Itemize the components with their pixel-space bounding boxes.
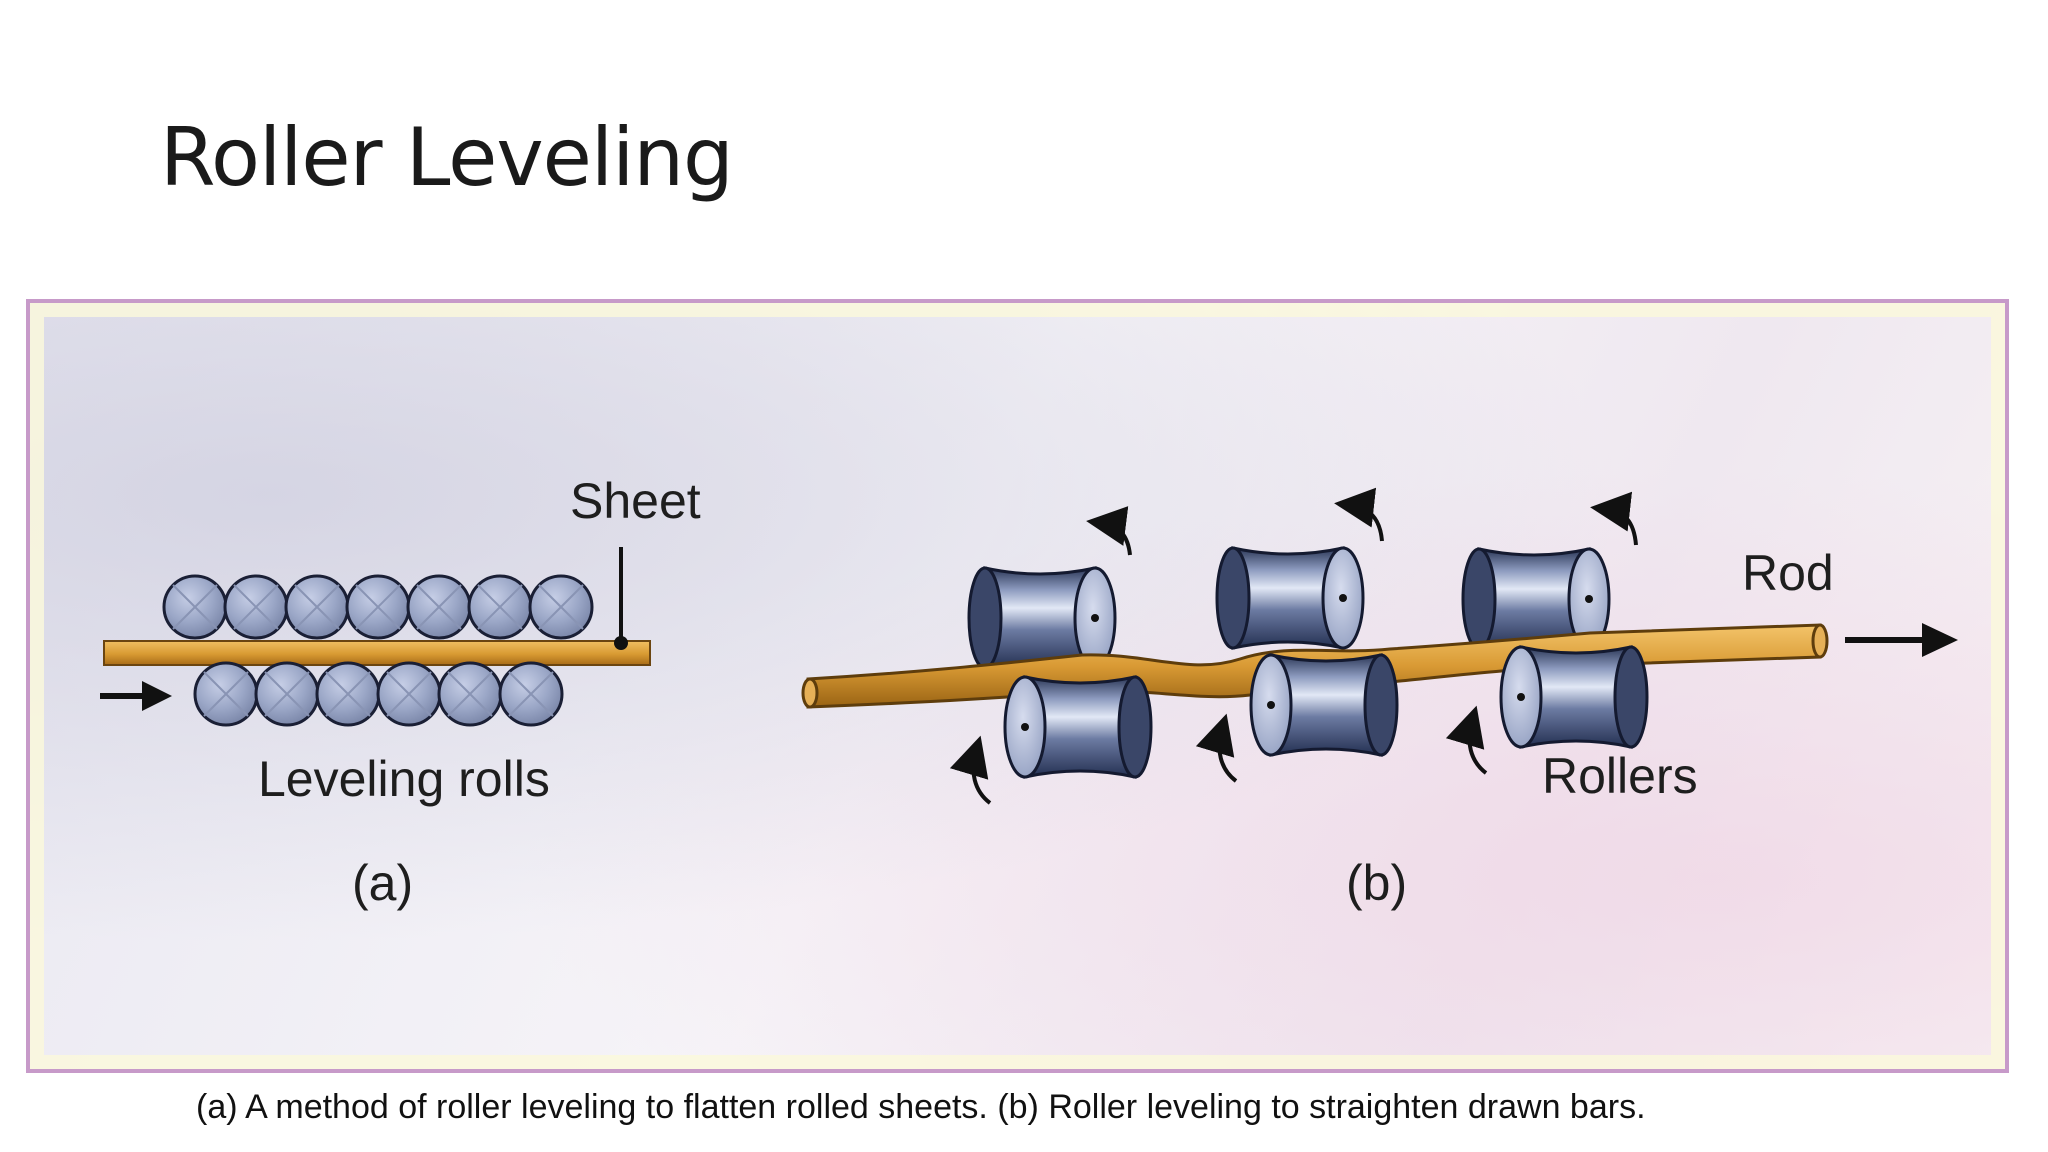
leveling-roll <box>254 661 320 727</box>
leveling-roll <box>223 574 289 640</box>
sheet-strip <box>103 640 651 666</box>
rod-label: Rod <box>1742 545 1834 601</box>
roller <box>1499 645 1649 749</box>
leveling-roll <box>315 661 381 727</box>
leveling-rolls-label: Leveling rolls <box>258 751 550 807</box>
output-arrow-icon <box>1845 623 1958 657</box>
panel-b: Rod Rollers (b) <box>801 487 1958 911</box>
top-leveling-rolls <box>162 574 594 640</box>
sheet-leader-line <box>614 547 628 650</box>
leveling-roll <box>345 574 411 640</box>
leveling-roll <box>528 574 594 640</box>
roller <box>967 566 1117 670</box>
roller-leveling-diagram: Sheet Leveling rolls (a) <box>100 473 1958 911</box>
leveling-roll <box>406 574 472 640</box>
leveling-roll <box>193 661 259 727</box>
leveling-roll <box>162 574 228 640</box>
figure-caption: (a) A method of roller leveling to flatt… <box>196 1088 1646 1126</box>
rotation-arrow-icons <box>949 487 1638 805</box>
leveling-roll <box>284 574 350 640</box>
panel-a: Sheet Leveling rolls (a) <box>100 473 701 911</box>
leveling-roll <box>467 574 533 640</box>
panel-a-label: (a) <box>352 855 413 911</box>
bottom-leveling-rolls <box>193 661 564 727</box>
leveling-roll <box>376 661 442 727</box>
roller <box>1249 653 1399 757</box>
leveling-roll <box>498 661 564 727</box>
leveling-roll <box>437 661 503 727</box>
roller <box>1215 546 1365 650</box>
sheet-label: Sheet <box>570 473 701 529</box>
figure-frame: Sheet Leveling rolls (a) <box>26 299 2009 1073</box>
feed-arrow-icon <box>100 681 172 711</box>
roller <box>1003 675 1153 779</box>
rollers-label: Rollers <box>1542 748 1698 804</box>
panel-b-label: (b) <box>1346 855 1407 911</box>
slide-title: Roller Leveling <box>160 111 734 204</box>
